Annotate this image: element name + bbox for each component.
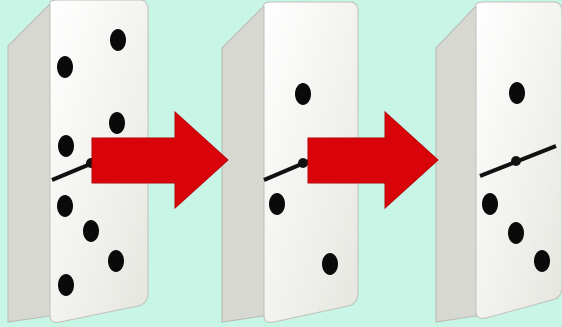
domino-3-top-pips: [509, 82, 525, 104]
domino-3-center-pip: [511, 156, 521, 166]
domino-2-side: [222, 6, 264, 322]
domino-2-top-pips: [295, 83, 311, 105]
domino-3-side: [436, 6, 476, 322]
domino-2-center-pip: [298, 158, 308, 168]
domino-1-side: [8, 4, 50, 322]
domino-3: [436, 2, 562, 322]
